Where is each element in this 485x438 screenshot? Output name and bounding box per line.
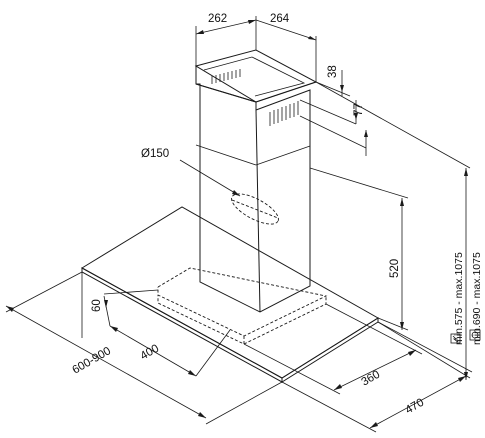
electric-hob-icon	[450, 333, 461, 344]
gas-hob-icon	[469, 329, 481, 341]
vent-grille-right	[269, 101, 299, 126]
svg-text:520: 520	[389, 259, 401, 278]
motor-base-outline	[157, 267, 328, 345]
svg-text:min.690 - max.1075: min.690 - max.1075	[471, 252, 483, 345]
dim-canopy-height: 520	[309, 167, 409, 331]
svg-text:77: 77	[353, 103, 365, 116]
dim-duct-diameter: Ø150	[141, 148, 241, 197]
dim-outlet-depth: 360	[243, 303, 423, 395]
dim-vent-positions: 38 77	[299, 65, 368, 156]
duct-outlet	[231, 193, 279, 225]
glass-canopy	[81, 206, 379, 383]
dim-install-height: min.575 - max.1075 min.690 - max.1075	[315, 81, 483, 380]
svg-text:60: 60	[91, 299, 103, 312]
svg-text:600-900: 600-900	[71, 345, 114, 377]
dim-outlet-offset: 400	[109, 325, 231, 377]
dim-chimney-depth: 264	[255, 13, 317, 82]
svg-text:264: 264	[270, 13, 290, 25]
dim-chimney-width: 262	[195, 13, 257, 66]
svg-text:min.575 - max.1075: min.575 - max.1075	[453, 252, 465, 345]
svg-text:38: 38	[327, 65, 339, 78]
vent-grille-left	[211, 69, 241, 84]
dim-front-offset: 60	[81, 268, 159, 338]
svg-text:Ø150: Ø150	[141, 148, 169, 160]
svg-text:360: 360	[360, 369, 383, 389]
svg-text:262: 262	[208, 13, 227, 25]
chimney	[194, 49, 318, 313]
svg-text:400: 400	[139, 343, 162, 363]
